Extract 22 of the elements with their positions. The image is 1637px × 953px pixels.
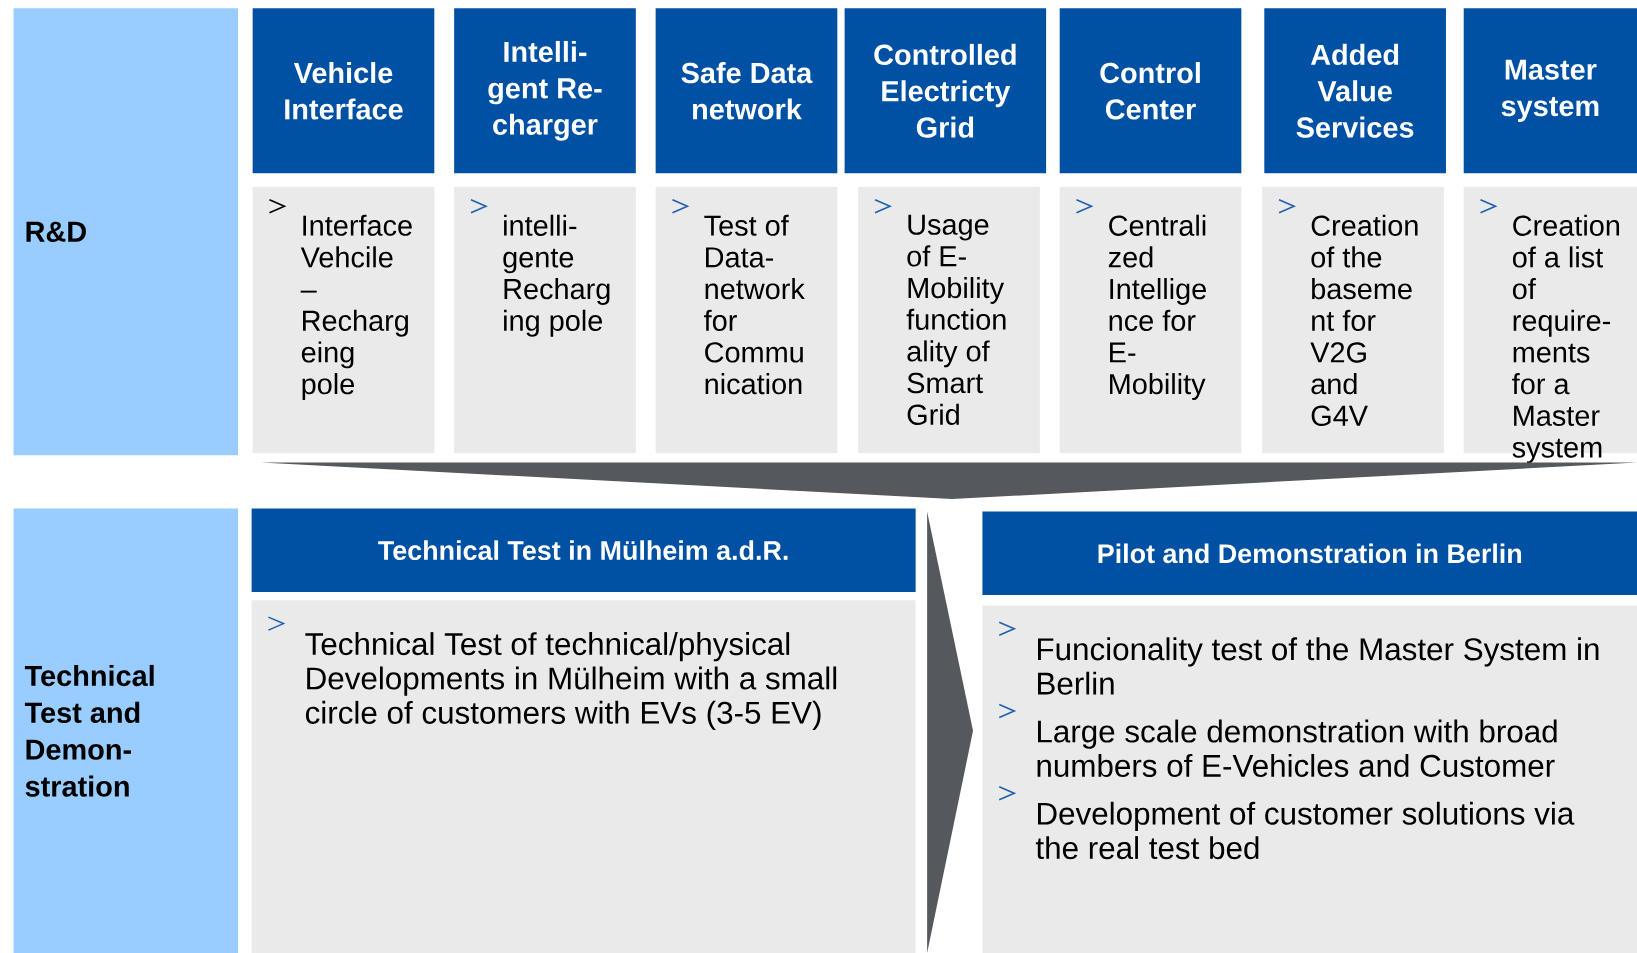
bullet-text-box: Creation of the baseme nt for V2G and G4V: [1262, 186, 1444, 454]
bullet-text-box: Usage of E- Mobility function ality of Smart Grid: [858, 186, 1040, 454]
bullet-text-box: Creation of a list of require- ments for a Master system: [1463, 186, 1637, 464]
column-header-box: Safe Data network: [655, 8, 838, 174]
bullet-text-box: Test of Data- network for Commu nication: [655, 186, 838, 454]
column-header-box: Master system: [1463, 8, 1637, 174]
row-label-band: R&D: [13, 8, 239, 456]
column-header-box: Added Value Services: [1264, 8, 1446, 174]
column-header-box: Intelli- gent Re- charger: [454, 8, 636, 174]
funnel-shape: [261, 462, 1637, 500]
bullet-text-box: Interface Vehcile – Recharg eing pole: [252, 186, 435, 454]
column-header-box: Control Center: [1059, 8, 1242, 174]
column-header-box: Vehicle Interface: [252, 8, 435, 174]
column-header-box: Controlled Electricty Grid: [844, 8, 1047, 174]
bullet-text-box: Funcionality test of the Master System in Berlin Large scale demonstration with broad numbers of E-Vehicles and Customer Development of customer solutions via the real test bed: [982, 605, 1637, 953]
bullet-text-box: Centrali zed Intellige nce for E- Mobility: [1059, 186, 1242, 454]
bullet-text-box: intelli- gente Recharg ing pole: [454, 186, 636, 454]
phase-header-box: Technical Test in Mülheim a.d.R.: [251, 508, 916, 592]
chevron-arrow: [927, 511, 973, 953]
row-label-band: Technical Test and Demon- stration: [13, 508, 239, 953]
phase-header-box: Pilot and Demonstration in Berlin: [982, 511, 1637, 596]
bullet-text-box: Technical Test of technical/physical Developments in Mülheim with a small circle of customers with EVs (3-5 EV): [251, 600, 916, 953]
